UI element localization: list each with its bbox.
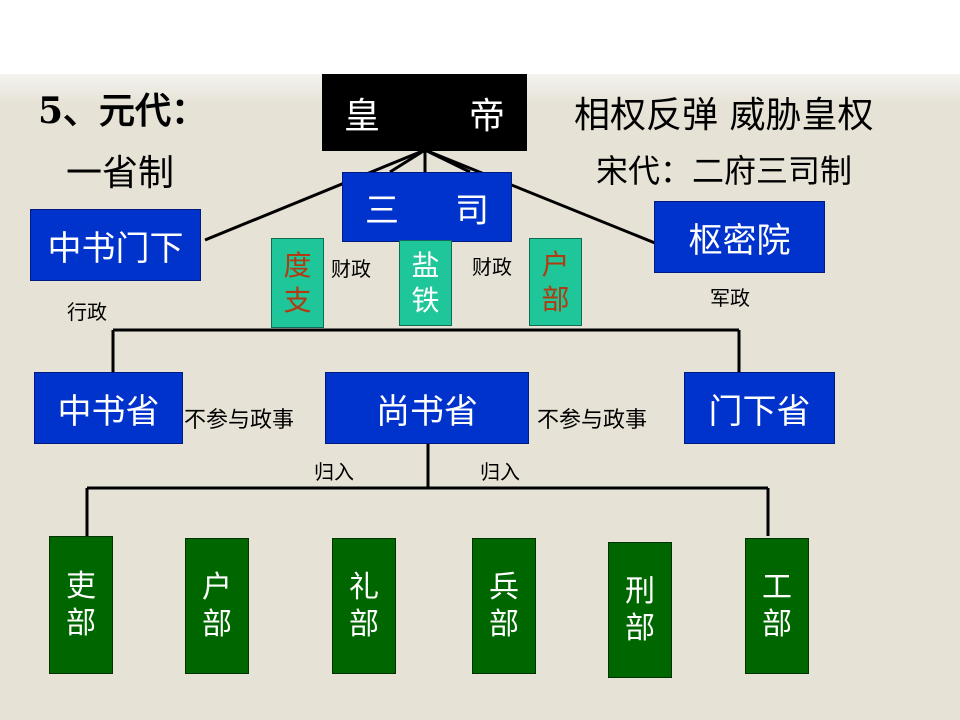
ministry-char-2: 部 (489, 607, 519, 642)
yantie-char-2: 铁 (411, 284, 440, 317)
ministry-char-2: 部 (202, 607, 232, 642)
ministry-works-box: 工 部 (745, 538, 809, 674)
ministry-char-1: 工 (762, 569, 792, 605)
ministry-char-1: 礼 (349, 569, 379, 605)
shumiyuan-box: 枢密院 (654, 201, 825, 273)
right-title-line1: 相权反弹 威胁皇权 (574, 95, 874, 136)
emperor-char-1: 皇 (344, 95, 381, 137)
left-title-line2: 一省制 (66, 153, 175, 194)
ministry-char-1: 户 (202, 569, 232, 605)
ministry-revenue-box: 户 部 (185, 538, 249, 674)
left-title-line1: 5、元代： (38, 90, 208, 132)
hubu-song-box: 户 部 (529, 238, 582, 326)
label-military: 军政 (710, 286, 750, 310)
ministry-char-2: 部 (625, 611, 655, 646)
yantie-box: 盐 铁 (399, 240, 452, 326)
duzhi-char-1: 度 (283, 249, 312, 282)
ministry-char-2: 部 (66, 606, 96, 641)
emperor-box: 皇 帝 (322, 74, 527, 151)
line-emperor-zhongshumenxia (204, 148, 426, 242)
label-merge-right: 归入 (480, 460, 520, 484)
ministry-char-1: 兵 (489, 569, 519, 605)
yantie-char-1: 盐 (411, 249, 440, 282)
ministry-char-1: 吏 (66, 568, 96, 604)
zhongshu-menxia-box: 中书门下 (30, 209, 201, 281)
duzhi-char-2: 支 (283, 284, 312, 317)
label-merge-left: 归入 (314, 460, 354, 484)
line-emperor-shumiyuan (424, 148, 656, 245)
ministry-char-1: 刑 (625, 573, 655, 609)
sansi-char-2: 司 (455, 190, 489, 231)
label-no-politics-right: 不参与政事 (537, 408, 648, 433)
emperor-char-2: 帝 (468, 95, 505, 137)
label-finance-1: 财政 (331, 257, 371, 281)
menxiasheng-box: 门下省 (684, 372, 835, 444)
ministry-war-box: 兵 部 (472, 538, 536, 674)
sansi-box: 三 司 (342, 172, 512, 242)
label-admin: 行政 (67, 300, 107, 324)
ministry-justice-box: 刑 部 (608, 542, 672, 678)
ministry-rites-box: 礼 部 (332, 538, 396, 674)
hubu-song-char-1: 户 (541, 248, 570, 281)
line-emperor-sansi-left (389, 148, 426, 174)
ministry-official-box: 吏 部 (49, 536, 113, 674)
sansi-char-1: 三 (365, 190, 399, 231)
zhongshusheng-box: 中书省 (34, 372, 183, 444)
label-no-politics-left: 不参与政事 (184, 408, 295, 433)
hubu-song-char-2: 部 (541, 283, 570, 316)
shangshusheng-box: 尚书省 (325, 372, 529, 444)
ministry-char-2: 部 (349, 607, 379, 642)
ministry-char-2: 部 (762, 607, 792, 642)
right-title-line2: 宋代：二府三司制 (596, 152, 853, 190)
label-finance-2: 财政 (472, 255, 512, 279)
duzhi-box: 度 支 (271, 238, 324, 328)
